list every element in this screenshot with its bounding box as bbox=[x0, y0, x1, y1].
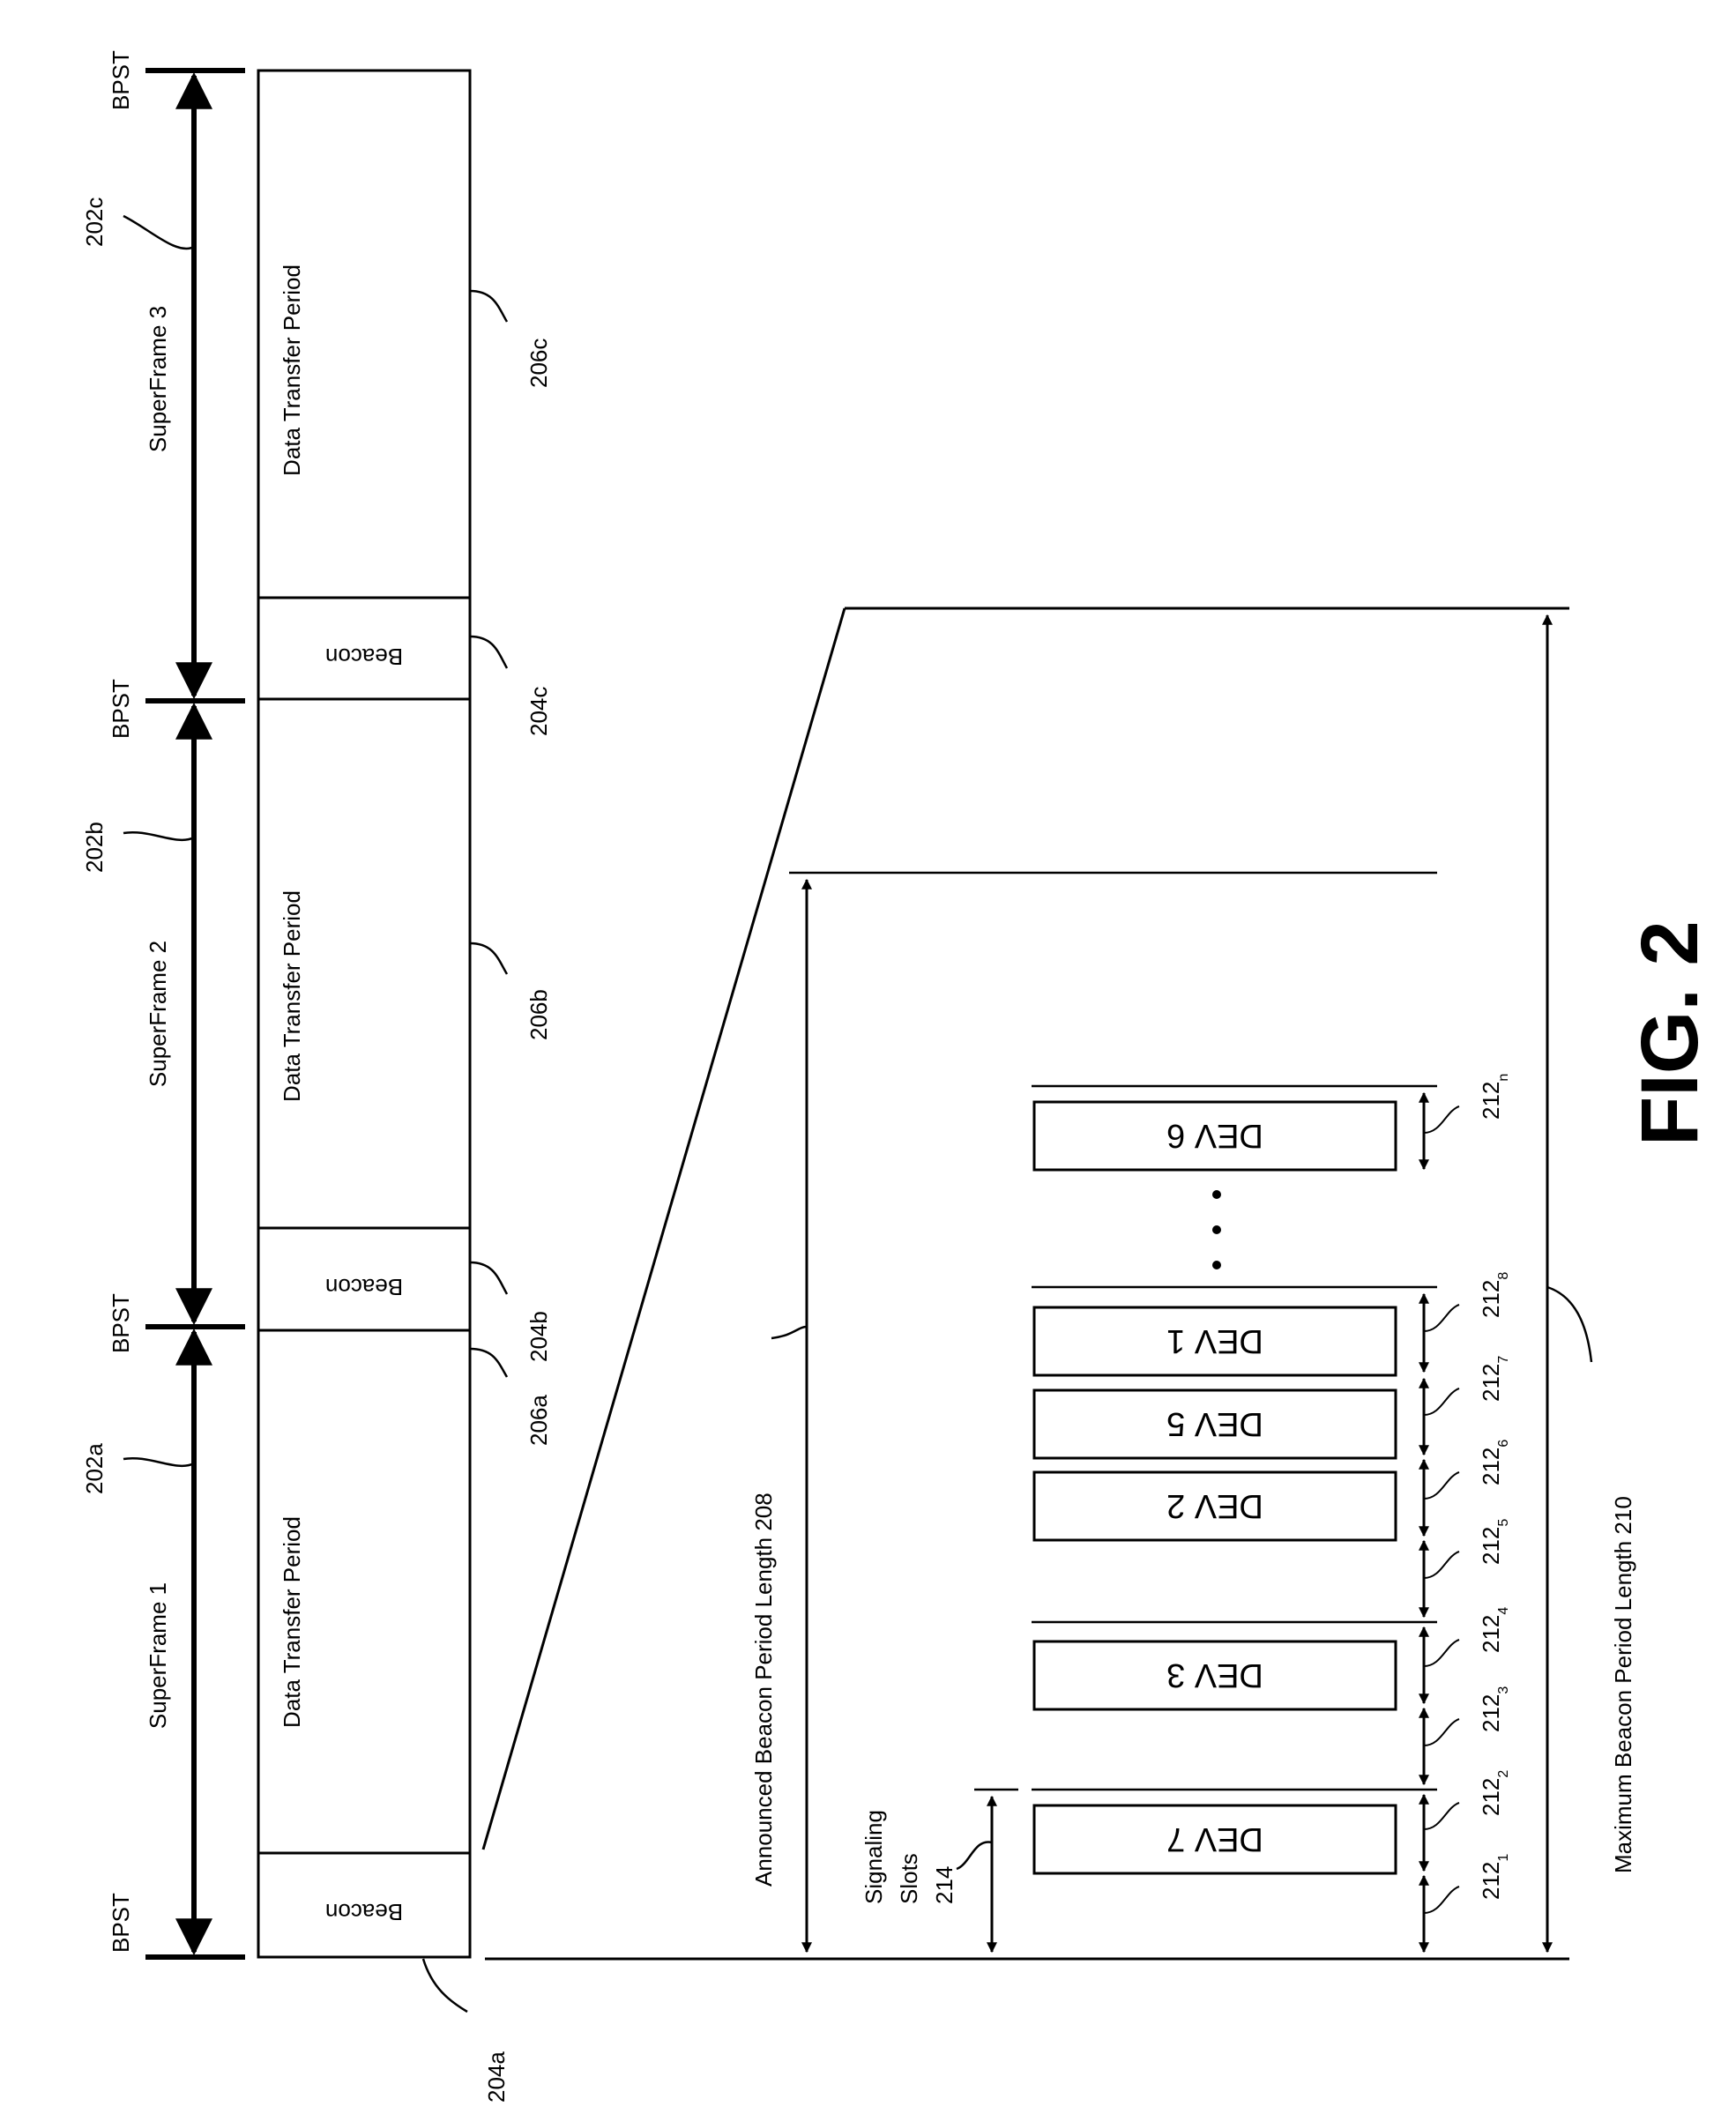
leader-206c bbox=[470, 291, 507, 322]
device-label-6: DEV 6 bbox=[1166, 1117, 1263, 1154]
beacon-ref-b: 204b bbox=[525, 1311, 552, 1362]
leader-212-7 bbox=[1424, 1388, 1459, 1415]
leader-212-3 bbox=[1424, 1719, 1459, 1746]
device-label-1: DEV 7 bbox=[1166, 1820, 1263, 1857]
device-label-5: DEV 1 bbox=[1166, 1322, 1263, 1359]
leader-212-n bbox=[1424, 1106, 1459, 1133]
slot-ref-3: 2123 bbox=[1478, 1686, 1511, 1732]
ellipsis-dot-3 bbox=[1212, 1261, 1221, 1269]
bpst-label-2: BPST bbox=[108, 1293, 134, 1353]
leader-204a bbox=[423, 1959, 467, 2012]
beacon-ref-a: 204a bbox=[483, 2051, 510, 2103]
leader-212-6 bbox=[1424, 1472, 1459, 1499]
beacon-ref-c: 204c bbox=[525, 687, 552, 736]
leader-204b bbox=[470, 1262, 507, 1294]
signaling-label-2: Slots bbox=[896, 1853, 922, 1904]
signaling-label-1: Signaling bbox=[861, 1810, 887, 1904]
device-label-2: DEV 3 bbox=[1166, 1656, 1263, 1693]
superframe-1-label: SuperFrame 1 bbox=[145, 1582, 171, 1729]
leader-202c bbox=[123, 216, 194, 249]
leader-212-1 bbox=[1424, 1887, 1459, 1913]
labels: BPST BPST BPST BPST 202a 202b 202c Super… bbox=[81, 50, 1715, 2103]
leader-210 bbox=[1547, 1287, 1591, 1362]
leader-212-2 bbox=[1424, 1803, 1459, 1829]
leader-212-5 bbox=[1424, 1552, 1459, 1578]
ellipsis-dot-2 bbox=[1212, 1225, 1221, 1234]
bpst-label-4: BPST bbox=[108, 50, 134, 110]
leader-212-4 bbox=[1424, 1640, 1459, 1666]
svg-text:2124: 2124 bbox=[1478, 1607, 1511, 1653]
slot-ref-4: 2124 bbox=[1478, 1607, 1511, 1653]
superframe-3-label: SuperFrame 3 bbox=[145, 306, 171, 452]
dtp-label-2: Data Transfer Period bbox=[279, 890, 305, 1102]
bpst-label-3: BPST bbox=[108, 679, 134, 739]
beacon-label-1: Beacon bbox=[325, 1899, 403, 1925]
svg-text:2127: 2127 bbox=[1478, 1356, 1511, 1402]
superframe-2-ref: 202b bbox=[81, 822, 108, 873]
maximum-length-label: Maximum Beacon Period Length 210 bbox=[1610, 1496, 1636, 1873]
zoom-line bbox=[483, 608, 845, 1850]
dtp-label-3: Data Transfer Period bbox=[279, 264, 305, 476]
superframe-1-ref: 202a bbox=[81, 1443, 108, 1494]
leader-202b bbox=[123, 832, 194, 840]
beacon-label-2: Beacon bbox=[325, 1274, 403, 1300]
svg-text:2128: 2128 bbox=[1478, 1272, 1511, 1318]
slot-ref-8: 2128 bbox=[1478, 1272, 1511, 1318]
leader-212-8 bbox=[1424, 1305, 1459, 1331]
superframe-timeline bbox=[123, 71, 507, 2012]
ellipsis-dot-1 bbox=[1212, 1190, 1221, 1199]
signaling-label-3: 214 bbox=[931, 1866, 957, 1904]
announced-length-label: Announced Beacon Period Length 208 bbox=[750, 1492, 777, 1887]
slot-ref-7: 2127 bbox=[1478, 1356, 1511, 1402]
superframe-2-label: SuperFrame 2 bbox=[145, 941, 171, 1087]
svg-text:2125: 2125 bbox=[1478, 1519, 1511, 1565]
dtp-ref-a: 206a bbox=[525, 1395, 552, 1446]
slot-ref-n: 212n bbox=[1478, 1074, 1511, 1120]
dtp-ref-c: 206c bbox=[525, 339, 552, 388]
slot-ref-1: 2121 bbox=[1478, 1854, 1511, 1900]
device-label-4: DEV 5 bbox=[1166, 1405, 1263, 1442]
slot-ref-6: 2126 bbox=[1478, 1440, 1511, 1485]
superframe-3-ref: 202c bbox=[81, 197, 108, 247]
leader-214 bbox=[957, 1842, 992, 1869]
slot-ref-2: 2122 bbox=[1478, 1770, 1511, 1816]
svg-text:2121: 2121 bbox=[1478, 1854, 1511, 1900]
svg-text:2122: 2122 bbox=[1478, 1770, 1511, 1816]
slot-ref-5: 2125 bbox=[1478, 1519, 1511, 1565]
leader-208 bbox=[771, 1327, 807, 1338]
device-label-3: DEV 2 bbox=[1166, 1487, 1263, 1524]
leader-206a bbox=[470, 1349, 507, 1377]
dtp-ref-b: 206b bbox=[525, 989, 552, 1040]
beacon-period-expansion bbox=[483, 608, 1591, 1959]
figure-label: FIG. 2 bbox=[1625, 920, 1715, 1146]
leader-204c bbox=[470, 636, 507, 668]
svg-text:212n: 212n bbox=[1478, 1074, 1511, 1120]
beacon-label-3: Beacon bbox=[325, 644, 403, 670]
leader-202a bbox=[123, 1458, 194, 1466]
dtp-label-1: Data Transfer Period bbox=[279, 1516, 305, 1728]
svg-text:2123: 2123 bbox=[1478, 1686, 1511, 1732]
svg-text:2126: 2126 bbox=[1478, 1440, 1511, 1485]
leader-206b bbox=[470, 943, 507, 974]
bpst-label-1: BPST bbox=[108, 1893, 134, 1953]
